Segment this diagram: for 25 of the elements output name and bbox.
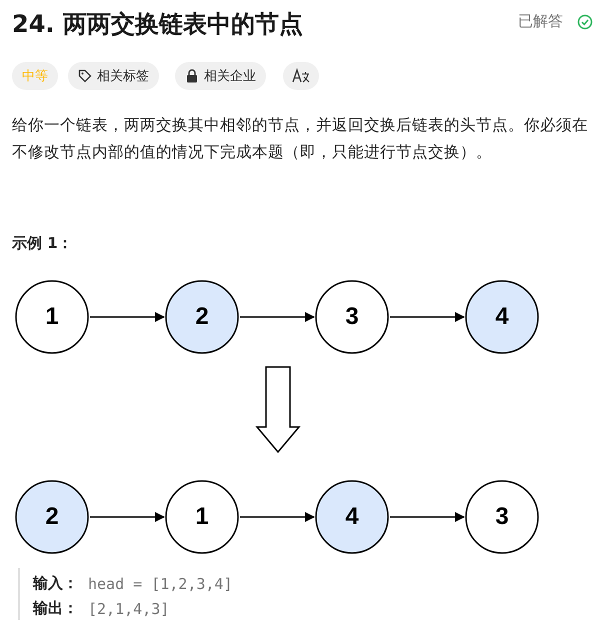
description-paragraph: 给你一个链表，两两交换其中相邻的节点，并返回交换后链表的头节点。你必须在不修改节点内部的值的情况下完成本题（即，只能进行节点交换）。 bbox=[12, 115, 589, 163]
arrow bbox=[390, 312, 465, 322]
node-value: 3 bbox=[345, 303, 359, 331]
node-value: 1 bbox=[195, 503, 209, 531]
arrow bbox=[90, 312, 165, 322]
tags-label: 相关标签 bbox=[97, 68, 149, 85]
arrow bbox=[240, 312, 315, 322]
node-value: 3 bbox=[495, 503, 509, 531]
difficulty-tag: 中等 bbox=[12, 62, 58, 90]
companies-label: 相关企业 bbox=[204, 68, 256, 85]
arrow bbox=[390, 512, 465, 522]
node-value: 4 bbox=[495, 303, 509, 331]
input-label: 输入： bbox=[33, 574, 78, 593]
output-label: 输出： bbox=[33, 599, 78, 618]
page-title: 24. 两两交换链表中的节点 bbox=[12, 9, 303, 40]
arrow bbox=[90, 512, 165, 522]
node-value: 2 bbox=[45, 503, 59, 531]
node-value: 4 bbox=[345, 503, 359, 531]
node-value: 2 bbox=[195, 303, 209, 331]
node-value: 1 bbox=[45, 303, 59, 331]
input-value: head = [1,2,3,4] bbox=[88, 575, 232, 593]
output-value: [2,1,4,3] bbox=[88, 600, 170, 618]
example-heading: 示例 1： bbox=[12, 234, 73, 253]
arrow bbox=[240, 512, 315, 522]
status-text: 已解答 bbox=[518, 12, 563, 31]
